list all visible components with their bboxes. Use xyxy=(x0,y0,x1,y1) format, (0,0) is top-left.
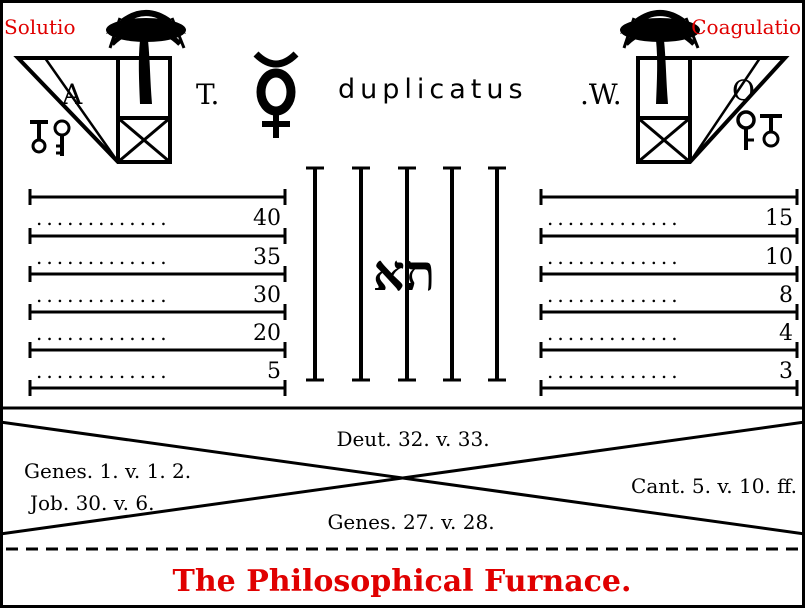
scale-dotted-line: ............. xyxy=(36,206,171,230)
scale-dotted-line: ............. xyxy=(547,321,682,345)
scale-dotted-line: ............. xyxy=(36,283,171,307)
scale-value: 30 xyxy=(253,283,281,308)
scale-value: 20 xyxy=(253,321,281,346)
scale-right: ............. 15............. 10..........… xyxy=(541,189,797,396)
scale-dotted-line: ............. xyxy=(547,245,682,269)
label-solutio: Solutio xyxy=(4,15,76,39)
letter-w: .W. xyxy=(580,78,622,111)
scale-value: 40 xyxy=(253,206,281,231)
scale-dotted-line: ............. xyxy=(547,283,682,307)
letter-o: O xyxy=(732,74,755,107)
scale-value: 4 xyxy=(779,321,793,346)
scale-dotted-line: ............. xyxy=(36,321,171,345)
scale-dotted-line: ............. xyxy=(547,359,682,383)
scale-value: 8 xyxy=(779,283,793,308)
letter-a: A xyxy=(61,78,83,111)
mercury-symbol-icon xyxy=(256,54,296,138)
word-duplicatus: duplicatus xyxy=(338,74,528,105)
reference-left-2: Job. 30. v. 6. xyxy=(28,491,154,515)
reference-bottom: Genes. 27. v. 28. xyxy=(327,510,494,534)
scale-value: 3 xyxy=(779,359,793,384)
scale-value: 35 xyxy=(253,245,281,270)
scale-value: 15 xyxy=(765,206,793,231)
reference-right: Cant. 5. v. 10. ff. xyxy=(631,474,797,498)
scale-value: 10 xyxy=(765,245,793,270)
scale-dotted-line: ............. xyxy=(547,206,682,230)
keys-icon-right xyxy=(738,112,782,150)
scale-left: ............. 40............. 35..........… xyxy=(30,189,285,396)
reference-left-1: Genes. 1. v. 1. 2. xyxy=(24,459,191,483)
label-coagulatio: Coagulatio xyxy=(691,15,801,39)
scale-value: 5 xyxy=(267,359,281,384)
page-title: The Philosophical Furnace. xyxy=(173,564,632,599)
hebrew-letters: תא xyxy=(373,243,436,302)
reference-top: Deut. 32. v. 33. xyxy=(336,427,489,451)
keys-icon-left xyxy=(30,121,69,156)
scale-dotted-line: ............. xyxy=(36,359,171,383)
letter-t: T. xyxy=(196,78,219,111)
scale-dotted-line: ............. xyxy=(36,245,171,269)
